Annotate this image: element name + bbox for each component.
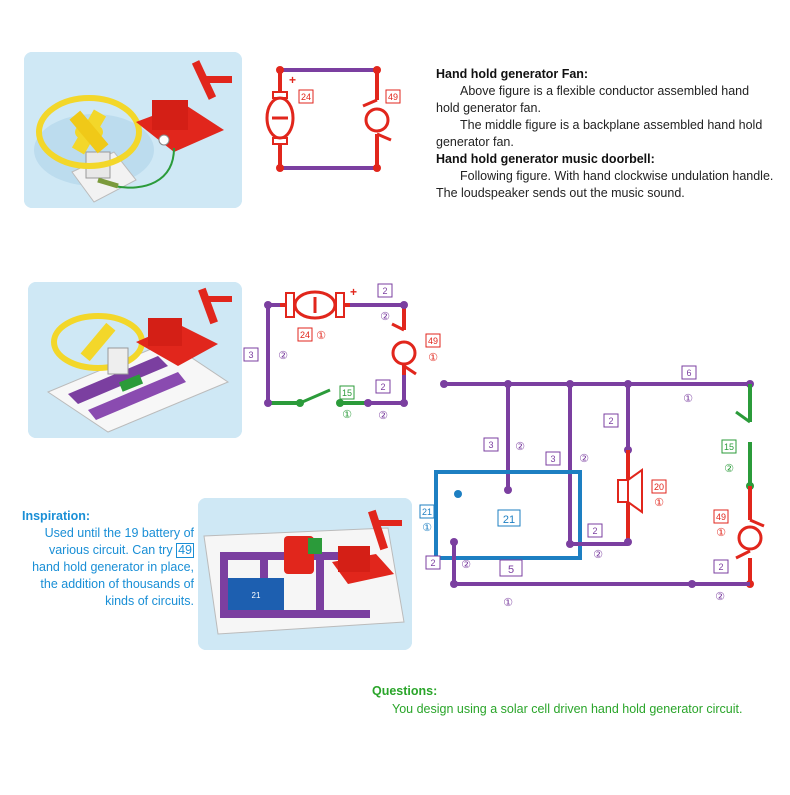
switch-sub-3: ② <box>724 463 734 475</box>
speaker-label: 20 <box>654 482 664 492</box>
wire-top-sub: ② <box>380 311 390 323</box>
left-c-label: 2 <box>430 558 435 568</box>
fan-title: Hand hold generator Fan: <box>436 67 589 81</box>
top-wire-sub: ① <box>683 393 693 405</box>
wire-left-label: 3 <box>248 350 253 360</box>
inspiration-tag: 49 <box>176 543 194 558</box>
fan-description: Hand hold generator Fan: Above figure is… <box>436 66 776 202</box>
motor-label-2: 24 <box>300 330 310 340</box>
speaker-sub: ① <box>654 497 664 509</box>
inspiration-text-2: hand hold generator in place, the additi… <box>32 560 194 608</box>
plus-sign-2: + <box>350 285 357 299</box>
fan-para-1: Above figure is a flexible conductor ass… <box>436 84 750 115</box>
inspiration-title: Inspiration: <box>22 509 91 523</box>
photo-doorbell-board: 21 <box>198 498 412 650</box>
generator-sub-3: ① <box>716 527 726 539</box>
ic-side-sub: ① <box>422 522 432 534</box>
photo-fan-flexible <box>24 52 242 208</box>
generator-label-3: 49 <box>716 512 726 522</box>
ic-side-label: 21 <box>422 507 432 517</box>
generator-sub-2: ① <box>428 352 438 364</box>
generator-label-2: 49 <box>428 336 438 346</box>
left-a-sub: ② <box>515 441 525 453</box>
ic-wire-label: 2 <box>592 526 597 536</box>
photo-fan-backplane <box>28 282 242 438</box>
circuit-fan-backplane: + 24 ① 49 ① 2 ② 3 ② 2 ② 15 ① <box>243 283 441 422</box>
fan-para-2: The middle figure is a backplane assembl… <box>436 118 763 149</box>
switch-label-3: 15 <box>724 442 734 452</box>
top-wire-label: 6 <box>686 368 691 378</box>
left-b-sub: ② <box>579 453 589 465</box>
left-b-label: 3 <box>550 454 555 464</box>
bottom-sub: ① <box>503 597 513 609</box>
circuit-doorbell: 6 ① 3 ② 3 ② 2 20 ① 15 ② 49 ① 21 21 ① 2 ② <box>419 365 765 609</box>
generator-label: 49 <box>388 92 398 102</box>
switch-label: 15 <box>342 388 352 398</box>
doorbell-para-1: Following figure. With hand clockwise un… <box>436 169 774 200</box>
motor-sub-2: ① <box>316 330 326 342</box>
mid-wire-label: 5 <box>508 564 514 576</box>
switch-sub: ① <box>342 409 352 421</box>
motor-label: 24 <box>301 92 311 102</box>
questions-title: Questions: <box>372 684 438 698</box>
questions-block: Questions: You design using a solar cell… <box>372 682 742 718</box>
doorbell-title: Hand hold generator music doorbell: <box>436 152 655 166</box>
ic-wire-sub: ② <box>593 549 603 561</box>
right-c-sub: ② <box>715 591 725 603</box>
speaker-wire-label: 2 <box>608 416 613 426</box>
right-c-label: 2 <box>718 562 723 572</box>
questions-text: You design using a solar cell driven han… <box>392 702 743 716</box>
wire-bottom-label: 2 <box>380 382 385 392</box>
left-a-label: 3 <box>488 440 493 450</box>
circuit-fan-simple: + 24 49 <box>265 66 401 172</box>
ic-label: 21 <box>503 514 515 526</box>
inspiration-block: Inspiration: Used until the 19 battery o… <box>22 508 194 610</box>
wire-bottom-sub: ② <box>378 410 388 422</box>
left-c-sub: ② <box>461 559 471 571</box>
inspiration-text-1: Used until the 19 battery of various cir… <box>44 526 194 557</box>
wire-top-label: 2 <box>382 286 387 296</box>
plus-sign: + <box>289 73 296 87</box>
wire-left-sub: ② <box>278 350 288 362</box>
board-chip-label: 21 <box>252 591 261 600</box>
